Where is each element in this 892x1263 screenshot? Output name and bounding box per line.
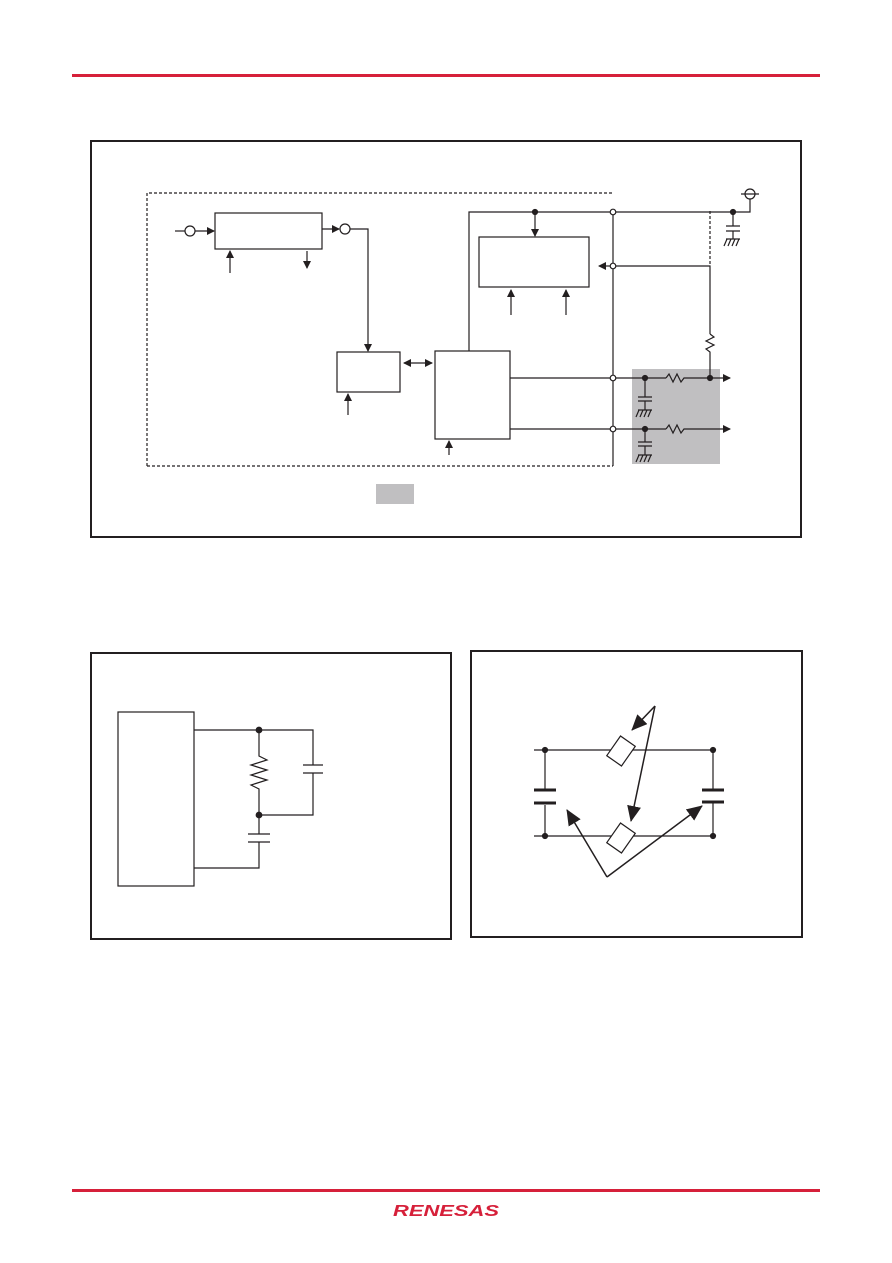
phase-comparator-block xyxy=(336,351,401,393)
external-filter-circuit xyxy=(117,711,323,887)
legend-gray-box xyxy=(376,484,414,504)
pin-circle xyxy=(609,208,617,216)
chip-boundary xyxy=(146,192,613,467)
board-layout-example xyxy=(534,705,724,878)
pin-circle xyxy=(609,262,617,270)
output2-resistor xyxy=(665,423,731,435)
input-pin-circle xyxy=(184,225,196,237)
pin-circle xyxy=(609,374,617,382)
output1-resistor xyxy=(665,372,731,384)
renesas-logo: RENESAS xyxy=(393,1203,499,1220)
divider-output-circle xyxy=(339,223,351,235)
figure-block-diagram-frame xyxy=(90,140,802,538)
divider-block xyxy=(214,212,323,250)
lsi-block xyxy=(117,711,195,887)
pullup-resistor xyxy=(704,333,716,378)
bottom-rule xyxy=(72,1189,820,1192)
regulator-block xyxy=(478,236,590,288)
figure-layout-frame xyxy=(470,650,803,938)
pll-block-diagram xyxy=(146,188,759,504)
figure-filter-circuit-frame xyxy=(90,652,452,940)
filter-resistor xyxy=(248,730,270,815)
charge-pump-block xyxy=(434,350,511,440)
pin-circle xyxy=(609,425,617,433)
gray-shaded-area xyxy=(632,369,720,464)
top-rule xyxy=(72,74,820,77)
layout-resistor-top xyxy=(605,735,637,767)
svg-text:RENESAS: RENESAS xyxy=(393,1203,499,1220)
layout-resistor-bottom xyxy=(605,822,637,854)
